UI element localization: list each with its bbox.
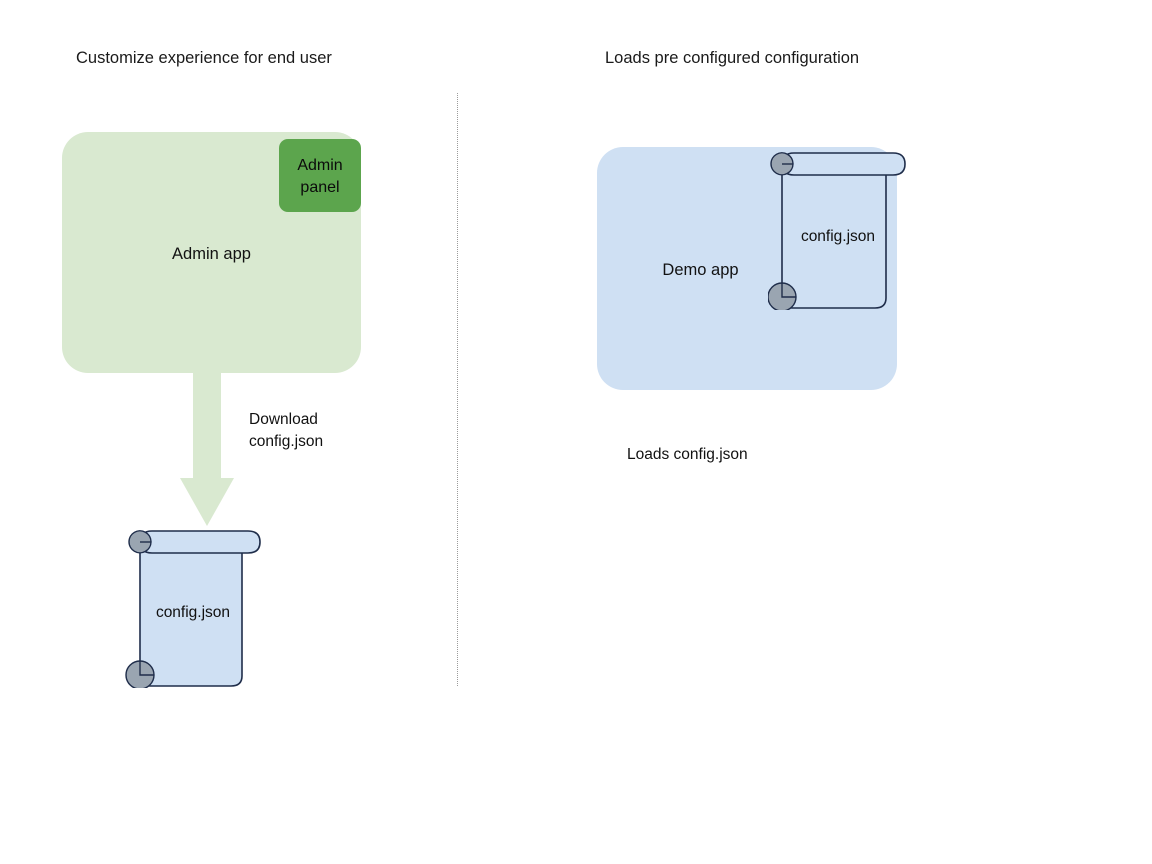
download-arrow-icon (180, 368, 234, 526)
admin-panel-box[interactable] (279, 139, 361, 212)
config-json-document-left[interactable] (118, 528, 268, 688)
config-json-label-left: config.json (155, 604, 231, 621)
admin-app-label: Admin app (172, 245, 251, 263)
left-column-heading: Customize experience for end user (76, 49, 332, 67)
admin-panel-label: Admin panel (297, 157, 343, 196)
loads-config-caption: Loads config.json (627, 446, 748, 463)
demo-app-label: Demo app (662, 261, 739, 279)
download-arrow-label: Download config.json (249, 411, 324, 450)
config-json-document-right[interactable] (768, 150, 918, 310)
config-json-label-right: config.json (800, 228, 876, 245)
column-divider (457, 93, 458, 686)
right-column-heading: Loads pre configured configuration (605, 49, 860, 67)
